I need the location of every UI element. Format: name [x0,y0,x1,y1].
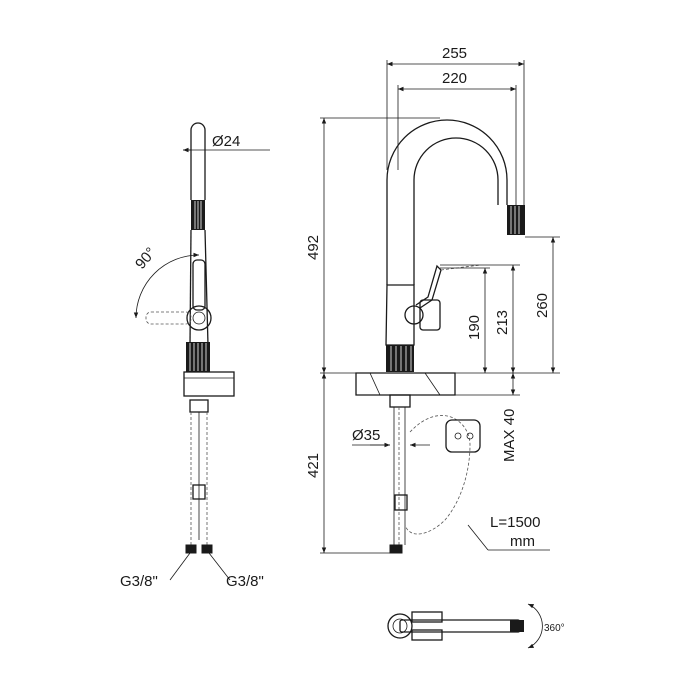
pullout-hose [404,415,471,535]
gooseneck-outer [386,119,508,285]
side-view: 255 220 492 421 190 213 260 MAX 40 Ø35 L… [305,45,560,554]
dim-height-below: 421 [305,453,322,478]
side-lever [415,264,442,309]
side-deck [355,372,456,396]
dim-max-deck: MAX 40 [501,409,518,462]
hose-clip [192,484,206,500]
rotation-arc [527,603,543,649]
dim-width-spout: 220 [442,70,467,87]
angle-arc [133,252,200,319]
side-body [385,284,415,346]
top-view: 360° [387,603,565,649]
rotation-label: 360° [544,623,565,634]
hose-length-value: L=1500 [490,514,540,531]
spout-tip [190,122,206,150]
dim-dia-base: Ø35 [352,427,380,444]
dim-height-lever: 213 [494,310,511,335]
gooseneck-inner [413,137,499,285]
angle-label: 90° [132,244,160,272]
thread-label-left: G3/8" [120,573,158,590]
dim-height-handle: 190 [466,315,483,340]
side-base-knurl [386,345,414,372]
hose-length-unit: mm [510,533,535,550]
side-handle-hub [404,305,424,325]
side-spray-head [507,205,525,235]
dim-height-total: 492 [305,235,322,260]
dim-width-overall: 255 [442,45,467,62]
top-view-base [387,613,413,639]
hose-weight [445,419,481,453]
dim-height-spout: 260 [534,293,551,318]
front-view: Ø24 90° G3/8" G3/8" [120,122,270,590]
lever-upright [192,259,206,311]
front-dia-label: Ø24 [212,133,240,150]
lever-rotated [145,311,192,325]
deck-plate [183,371,235,397]
handle-pivot [186,305,212,331]
thread-label-right: G3/8" [226,573,264,590]
